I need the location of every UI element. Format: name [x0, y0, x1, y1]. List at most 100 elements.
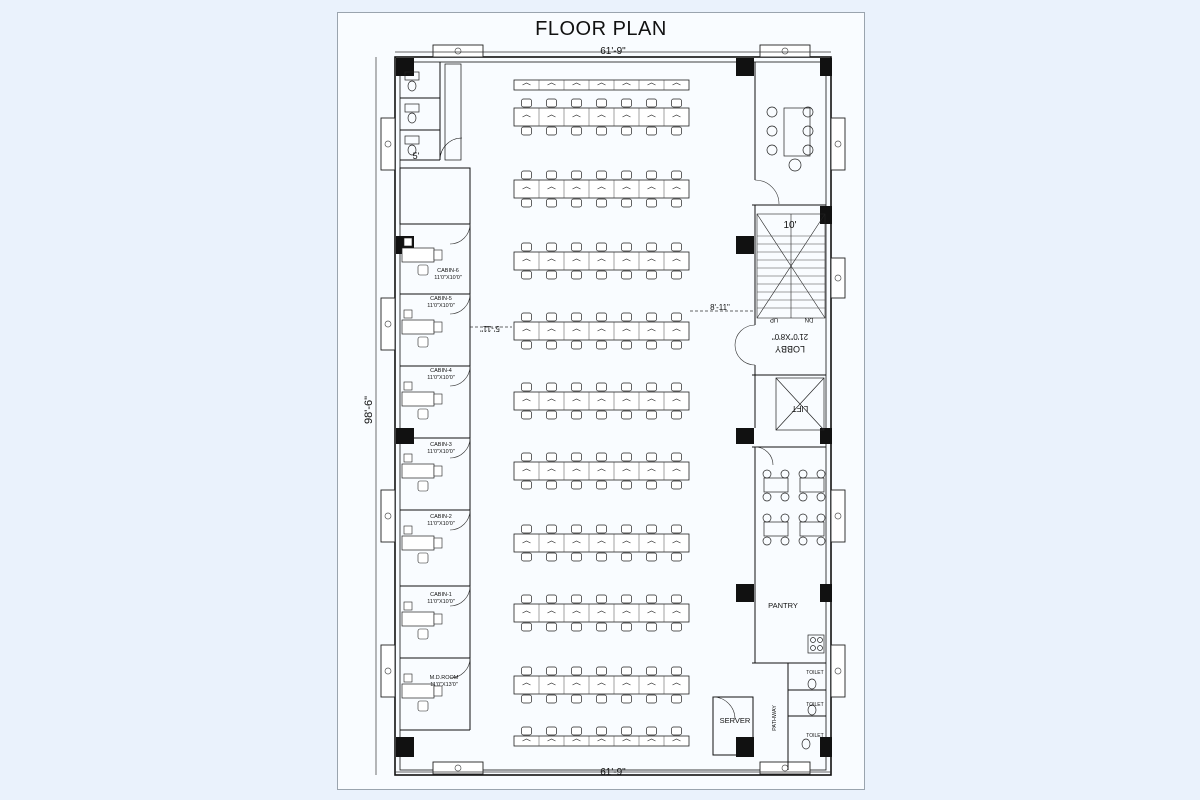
monitor	[522, 468, 531, 472]
monitor	[547, 468, 556, 472]
stair-down-label: DN	[805, 316, 814, 322]
chair	[646, 98, 657, 108]
visitor-chair	[403, 525, 413, 535]
workstation-grid	[513, 79, 690, 747]
chair	[621, 126, 632, 136]
chair	[646, 126, 657, 136]
chair	[571, 312, 582, 322]
cabin-4-size: 11'0"X10'0"	[427, 375, 455, 381]
monitor	[547, 738, 556, 742]
monitor	[672, 258, 681, 262]
chair	[646, 452, 657, 462]
monitor	[522, 328, 531, 332]
desk	[401, 319, 435, 335]
desk	[401, 611, 435, 627]
chair	[571, 410, 582, 420]
chair	[646, 340, 657, 350]
chair	[646, 594, 657, 604]
chair	[621, 480, 632, 490]
conference-table	[766, 106, 814, 172]
monitor	[597, 468, 606, 472]
monitor	[597, 258, 606, 262]
monitor	[672, 682, 681, 686]
visitor-chair	[403, 381, 413, 391]
chair	[621, 312, 632, 322]
chair	[646, 524, 657, 534]
chair	[596, 98, 607, 108]
chair	[621, 242, 632, 252]
chair	[671, 126, 682, 136]
door-swings-left	[449, 223, 471, 679]
chair	[571, 524, 582, 534]
chair	[521, 452, 532, 462]
chair	[417, 700, 429, 712]
chair	[546, 410, 557, 420]
cabin-desk-set	[401, 237, 443, 276]
lift-shaft	[775, 377, 825, 431]
chair	[596, 480, 607, 490]
chair	[571, 666, 582, 676]
monitor	[647, 258, 656, 262]
chair	[521, 242, 532, 252]
chair	[646, 410, 657, 420]
desk	[401, 391, 435, 407]
chair	[521, 340, 532, 350]
chair	[546, 98, 557, 108]
chair	[596, 726, 607, 736]
chair	[571, 98, 582, 108]
monitor	[597, 186, 606, 190]
chair	[646, 480, 657, 490]
chair	[671, 666, 682, 676]
desk	[401, 535, 435, 551]
chair	[671, 98, 682, 108]
chair	[521, 198, 532, 208]
workstation-bench	[513, 666, 690, 704]
chair	[621, 340, 632, 350]
bench-table	[513, 251, 690, 271]
monitor	[647, 82, 656, 86]
workstation-bench	[513, 79, 690, 91]
chair	[621, 410, 632, 420]
stair-up-label: UP	[770, 316, 778, 322]
chair	[671, 340, 682, 350]
monitor	[672, 114, 681, 118]
monitor	[622, 468, 631, 472]
chair	[571, 198, 582, 208]
monitor	[572, 540, 581, 544]
bench-table	[513, 675, 690, 695]
cabin-2-size: 11'0"X10'0"	[427, 521, 455, 527]
chair	[621, 270, 632, 280]
left-partitions	[399, 62, 471, 731]
toilet-3-label: TOILET	[806, 733, 823, 739]
chair	[621, 98, 632, 108]
monitor	[572, 258, 581, 262]
monitor	[547, 114, 556, 118]
desk	[401, 463, 435, 479]
bench-table	[513, 735, 690, 747]
chair	[621, 622, 632, 632]
cabin-furniture	[401, 237, 443, 712]
monitor	[672, 610, 681, 614]
chair	[671, 594, 682, 604]
bench-table	[513, 179, 690, 199]
chair	[621, 594, 632, 604]
monitor	[622, 610, 631, 614]
chair	[621, 198, 632, 208]
monitor	[597, 682, 606, 686]
chair	[521, 126, 532, 136]
chair	[596, 622, 607, 632]
chair	[521, 480, 532, 490]
workstation-bench	[513, 312, 690, 350]
toilet-2-label: TOILET	[806, 702, 823, 708]
outer-walls	[394, 56, 832, 776]
chair	[571, 726, 582, 736]
monitor	[572, 738, 581, 742]
chair	[646, 666, 657, 676]
windows	[380, 44, 846, 775]
chair	[621, 666, 632, 676]
side-return	[433, 249, 443, 261]
monitor	[672, 738, 681, 742]
visitor-chair	[403, 601, 413, 611]
pantry-tables	[762, 469, 826, 654]
cabin-desk-set	[401, 601, 443, 640]
